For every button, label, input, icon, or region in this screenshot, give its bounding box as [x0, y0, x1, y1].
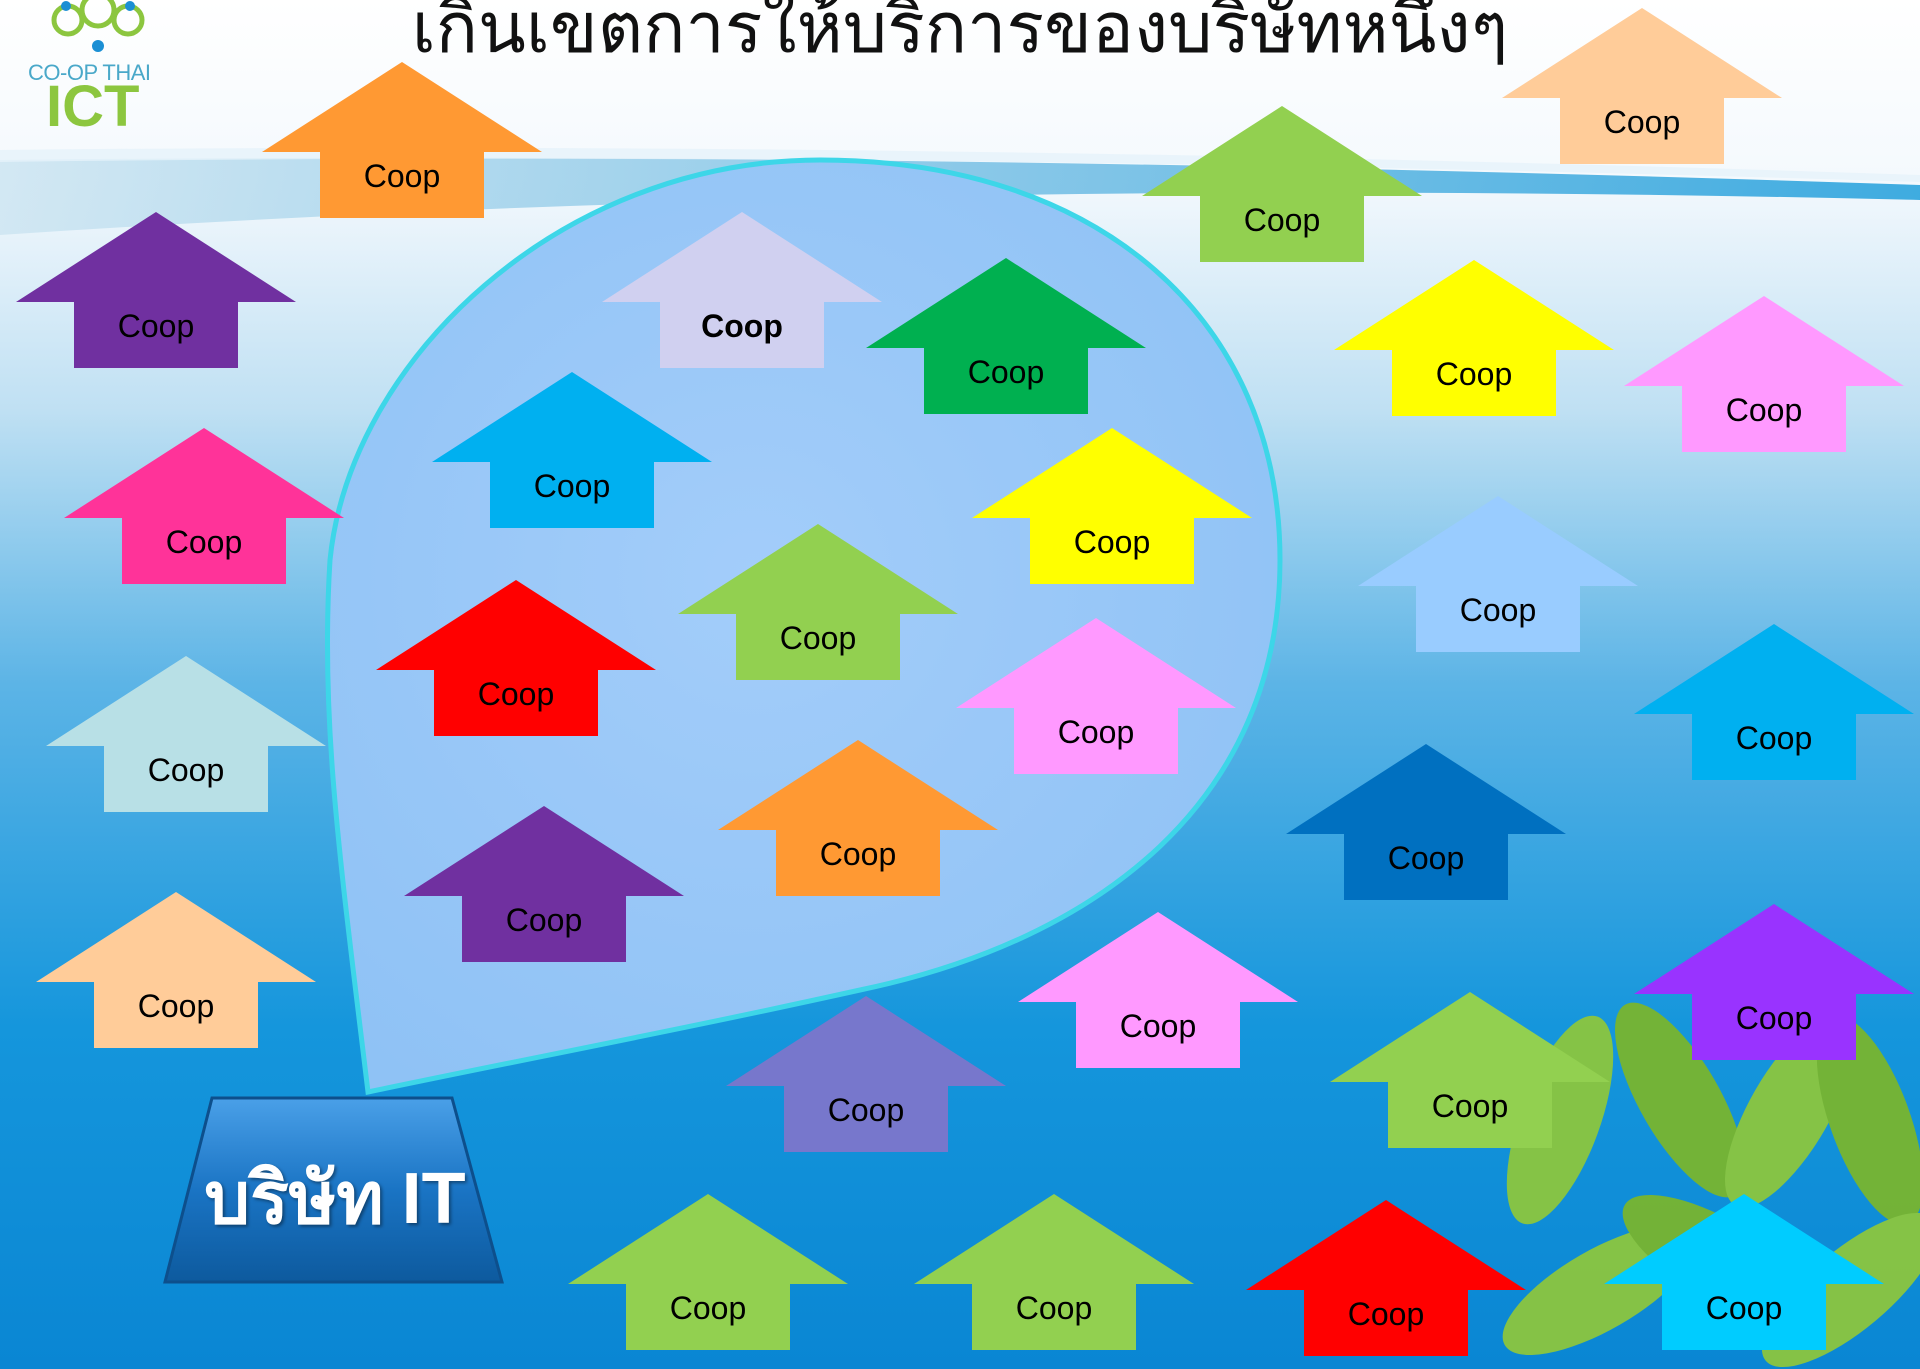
up-arrow-icon	[404, 806, 684, 962]
coop-arrow: Coop	[718, 740, 998, 896]
coop-arrow-label: Coop	[1735, 1000, 1813, 1036]
coop-arrow-label: Coop	[137, 988, 215, 1024]
up-arrow-icon	[726, 996, 1006, 1152]
coop-arrow: Coop	[972, 428, 1252, 584]
coop-arrow: Coop	[568, 1194, 848, 1350]
coop-arrow: Coop	[1624, 296, 1904, 452]
coop-arrow: Coop	[432, 372, 712, 528]
up-arrow-icon	[1334, 260, 1614, 416]
coop-arrow-label: Coop	[1435, 356, 1513, 392]
up-arrow-icon	[1634, 624, 1914, 780]
coop-arrow-label: Coop	[165, 524, 243, 560]
company-prefix: บริษัท	[204, 1159, 384, 1239]
coop-arrow-label: Coop	[505, 902, 583, 938]
up-arrow-icon	[46, 656, 326, 812]
coop-arrow: Coop	[46, 656, 326, 812]
up-arrow-icon	[1502, 8, 1782, 164]
coop-arrow-label: Coop	[1459, 592, 1537, 628]
coop-arrow-label: Coop	[1603, 104, 1681, 140]
company-box	[163, 1096, 504, 1284]
coop-arrow-label: Coop	[1119, 1008, 1197, 1044]
up-arrow-icon	[1286, 744, 1566, 900]
coop-arrow-label: Coop	[1431, 1088, 1509, 1124]
coop-arrow: Coop	[1604, 1194, 1884, 1350]
up-arrow-icon	[1018, 912, 1298, 1068]
coop-arrow-label: Coop	[1725, 392, 1803, 428]
coop-arrow-label: Coop	[1073, 524, 1151, 560]
up-arrow-icon	[956, 618, 1236, 774]
coop-arrow: Coop	[1330, 992, 1610, 1148]
coop-arrow: Coop	[1334, 260, 1614, 416]
up-arrow-icon	[1142, 106, 1422, 262]
coop-arrow: Coop	[1018, 912, 1298, 1068]
coop-arrow: Coop	[956, 618, 1236, 774]
company-label: บริษัท IT	[165, 1140, 505, 1255]
up-arrow-icon	[1246, 1200, 1526, 1356]
coop-arrow-label: Coop	[1705, 1290, 1783, 1326]
coop-arrow: Coop	[404, 806, 684, 962]
up-arrow-icon	[568, 1194, 848, 1350]
coop-arrow: Coop	[1358, 496, 1638, 652]
coop-arrow-label: Coop	[669, 1290, 747, 1326]
coop-arrow-label: Coop	[1243, 202, 1321, 238]
coop-arrow-label: Coop	[819, 836, 897, 872]
coop-arrow: Coop	[376, 580, 656, 736]
coop-arrow: Coop	[726, 996, 1006, 1152]
coop-arrow: Coop	[262, 62, 542, 218]
coop-arrow-label: Coop	[1735, 720, 1813, 756]
coop-arrow-label: Coop	[1015, 1290, 1093, 1326]
coop-arrow: Coop	[36, 892, 316, 1048]
coop-arrow-label: Coop	[701, 308, 783, 344]
up-arrow-icon	[1358, 496, 1638, 652]
coop-arrow-label: Coop	[363, 158, 441, 194]
up-arrow-icon	[866, 258, 1146, 414]
slide-title: เกินเขตการให้บริการของบริษัทหนึ่งๆ	[411, 0, 1509, 68]
up-arrow-icon	[1634, 904, 1914, 1060]
up-arrow-icon	[678, 524, 958, 680]
coop-arrow: Coop	[1502, 8, 1782, 164]
up-arrow-icon	[16, 212, 296, 368]
up-arrow-icon	[602, 212, 882, 368]
up-arrow-icon	[36, 892, 316, 1048]
up-arrow-icon	[1604, 1194, 1884, 1350]
coop-arrow-label: Coop	[967, 354, 1045, 390]
coop-arrow-label: Coop	[1057, 714, 1135, 750]
up-arrow-icon	[1330, 992, 1610, 1148]
up-arrow-icon	[914, 1194, 1194, 1350]
coop-arrow: Coop	[16, 212, 296, 368]
coop-arrow-label: Coop	[533, 468, 611, 504]
coop-arrow-label: Coop	[779, 620, 857, 656]
coop-arrow: Coop	[866, 258, 1146, 414]
coop-arrow-label: Coop	[147, 752, 225, 788]
up-arrow-icon	[718, 740, 998, 896]
coop-arrow: Coop	[602, 212, 882, 368]
coop-arrow: Coop	[1246, 1200, 1526, 1356]
coop-arrow: Coop	[1634, 624, 1914, 780]
logo-text: CO-OP THAI	[28, 60, 151, 85]
up-arrow-icon	[262, 62, 542, 218]
coop-arrow-label: Coop	[117, 308, 195, 344]
up-arrow-icon	[376, 580, 656, 736]
up-arrow-icon	[1624, 296, 1904, 452]
coop-arrow-label: Coop	[1387, 840, 1465, 876]
coop-arrow: Coop	[1634, 904, 1914, 1060]
company-suffix: IT	[401, 1159, 466, 1239]
coop-arrow: Coop	[1286, 744, 1566, 900]
logo-flower-icon	[51, 0, 145, 52]
coop-arrow: Coop	[64, 428, 344, 584]
logo-ict: ICT	[46, 74, 140, 139]
up-arrow-icon	[64, 428, 344, 584]
up-arrow-icon	[432, 372, 712, 528]
coop-arrow-label: Coop	[1347, 1296, 1425, 1332]
coop-arrow: Coop	[678, 524, 958, 680]
coop-arrow: Coop	[1142, 106, 1422, 262]
coop-arrow: Coop	[914, 1194, 1194, 1350]
coop-arrow-label: Coop	[477, 676, 555, 712]
coop-arrow-label: Coop	[827, 1092, 905, 1128]
coop-thai-ict-logo: CO-OP THAI ICT	[8, 0, 168, 140]
up-arrow-icon	[972, 428, 1252, 584]
